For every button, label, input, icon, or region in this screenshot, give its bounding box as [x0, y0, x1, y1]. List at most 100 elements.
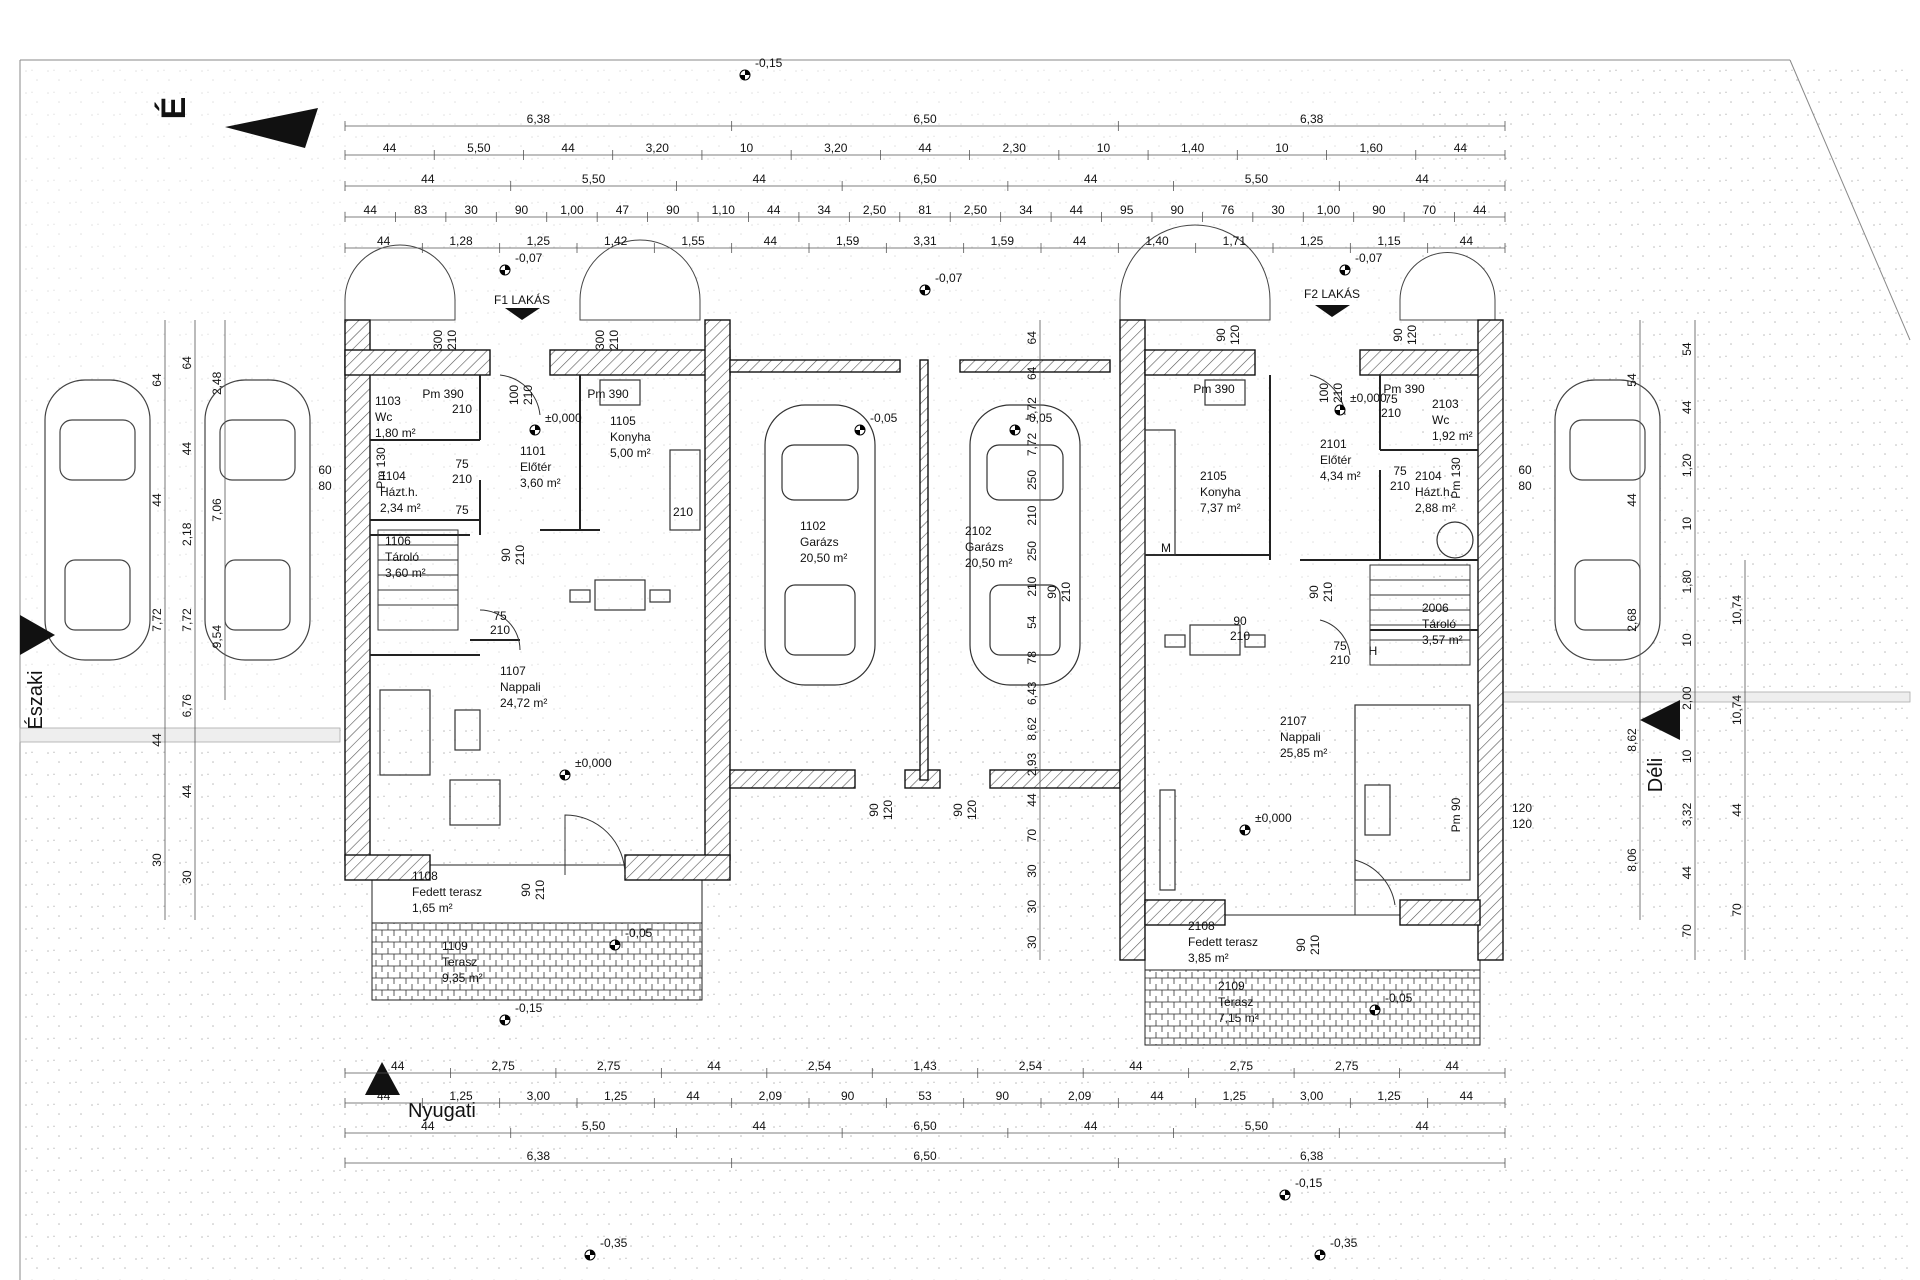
- level-marker-icon: [1369, 1004, 1381, 1016]
- dimension-value: 54: [1625, 373, 1639, 387]
- dimension-value: 30: [1271, 203, 1285, 217]
- west-elevation-marker-icon: [365, 1062, 400, 1095]
- level-marker-icon: [1009, 424, 1021, 436]
- room-number: 1102: [800, 519, 826, 533]
- dimension-value: 2,54: [808, 1059, 832, 1073]
- dimension-value: 2,75: [1335, 1059, 1359, 1073]
- room-number: 2103: [1432, 397, 1459, 411]
- dimension-value: 30: [180, 870, 194, 884]
- level-marker-icon: [1314, 1249, 1326, 1261]
- dimension-value: 90: [996, 1089, 1010, 1103]
- level-marker-icon: [1334, 404, 1346, 416]
- opening-size: 210: [445, 330, 459, 350]
- room-number: 2109: [1218, 979, 1245, 993]
- dimension-value: 2,75: [597, 1059, 621, 1073]
- level-value: -0,05: [870, 411, 898, 425]
- dimension-value: 1,25: [449, 1089, 473, 1103]
- opening-size: H: [1369, 644, 1378, 658]
- opening-size: 90: [1307, 585, 1321, 599]
- dimension-value: 44: [686, 1089, 700, 1103]
- opening-size: 300: [593, 330, 607, 350]
- dimension-value: 1,00: [560, 203, 584, 217]
- dimension-value: 9,54: [210, 625, 224, 649]
- dimension-value: 34: [1019, 203, 1033, 217]
- dimension-value: 1,71: [1223, 234, 1247, 248]
- dimension-value: 81: [918, 203, 932, 217]
- room-number: 2006: [1422, 601, 1449, 615]
- level-value: -0,35: [600, 1236, 628, 1250]
- dimension-value: 6,50: [913, 172, 937, 186]
- dimension-value: 2,54: [1019, 1059, 1043, 1073]
- dimension-value: 1,40: [1145, 234, 1169, 248]
- opening-size: 210: [607, 330, 621, 350]
- dimension-value: 30: [1025, 935, 1039, 949]
- room-number: 1101: [520, 444, 546, 458]
- opening-size: 75: [1333, 639, 1347, 653]
- opening-size: 210: [533, 880, 547, 900]
- opening-size: 210: [521, 385, 535, 405]
- level-marker-icon: [499, 264, 511, 276]
- dimension-value: 10: [740, 141, 754, 155]
- opening-size: Pm 390: [422, 387, 464, 401]
- garage-car-2: [969, 404, 1081, 686]
- dimension-value: 2,09: [1068, 1089, 1092, 1103]
- north-arrow-icon: [225, 108, 318, 148]
- dimension-value: 44: [1446, 1059, 1460, 1073]
- level-marker-icon: [1279, 1189, 1291, 1201]
- dimension-value: 44: [561, 141, 575, 155]
- dimension-value: 1,60: [1359, 141, 1383, 155]
- room-number: 1103: [375, 394, 401, 408]
- dimension-value: 44: [1150, 1089, 1164, 1103]
- dimension-value: 7,72: [1025, 397, 1039, 421]
- level-marker-icon: [919, 284, 931, 296]
- opening-size: 90: [867, 803, 881, 817]
- room-area: 1,65 m²: [412, 901, 453, 915]
- opening-size: 75: [493, 609, 507, 623]
- opening-size: M: [1161, 541, 1171, 555]
- dimension-value: 2,30: [1003, 141, 1027, 155]
- dimension-value: 30: [1025, 900, 1039, 914]
- dimension-value: 6,38: [527, 1149, 551, 1163]
- unit-label-f2: F2 LAKÁS: [1304, 286, 1360, 301]
- dimension-value: 1,25: [1223, 1089, 1247, 1103]
- dimension-value: 6,38: [1300, 112, 1324, 126]
- dimension-value: 44: [1084, 172, 1098, 186]
- opening-size: 75: [455, 503, 469, 517]
- level-marker-icon: [1339, 264, 1351, 276]
- level-value: -0,15: [515, 1001, 543, 1015]
- level-marker-icon: [609, 939, 621, 951]
- opening-size: Pm 90: [1449, 797, 1463, 832]
- dimension-value: 7,06: [210, 498, 224, 522]
- dimension-value: 1,28: [449, 234, 473, 248]
- dimension-value: 44: [391, 1059, 405, 1073]
- opening-size: 120: [1512, 801, 1532, 815]
- dimension-value: 44: [1415, 172, 1429, 186]
- dimension-value: 83: [414, 203, 428, 217]
- dimension-value: 44: [1129, 1059, 1143, 1073]
- dimension-value: 44: [1625, 493, 1639, 507]
- dimension-value: 8,06: [1625, 848, 1639, 872]
- parked-car-left-2: [204, 379, 311, 661]
- dimension-value: 210: [1025, 505, 1039, 525]
- level-value: -0,05: [625, 926, 653, 940]
- room-name: Nappali: [1280, 730, 1321, 744]
- dimension-value: 64: [180, 356, 194, 370]
- opening-size: 210: [1331, 383, 1345, 403]
- room-number: 1106: [385, 534, 411, 548]
- dimension-value: 2,09: [759, 1089, 783, 1103]
- dimension-value: 44: [150, 733, 164, 747]
- opening-size: 120: [881, 800, 895, 820]
- room-number: 1105: [610, 414, 636, 428]
- opening-size: 90: [1214, 328, 1228, 342]
- dimension-value: 54: [1680, 342, 1694, 356]
- dimension-value: 10: [1097, 141, 1111, 155]
- dimension-value: 44: [764, 234, 778, 248]
- garage-car-1: [764, 404, 876, 686]
- dimension-value: 10,74: [1730, 595, 1744, 625]
- dimension-value: 70: [1680, 924, 1694, 938]
- parked-car-left-1: [44, 379, 151, 661]
- opening-size: 90: [1391, 328, 1405, 342]
- dimension-value: 90: [841, 1089, 855, 1103]
- opening-size: 60: [1518, 463, 1532, 477]
